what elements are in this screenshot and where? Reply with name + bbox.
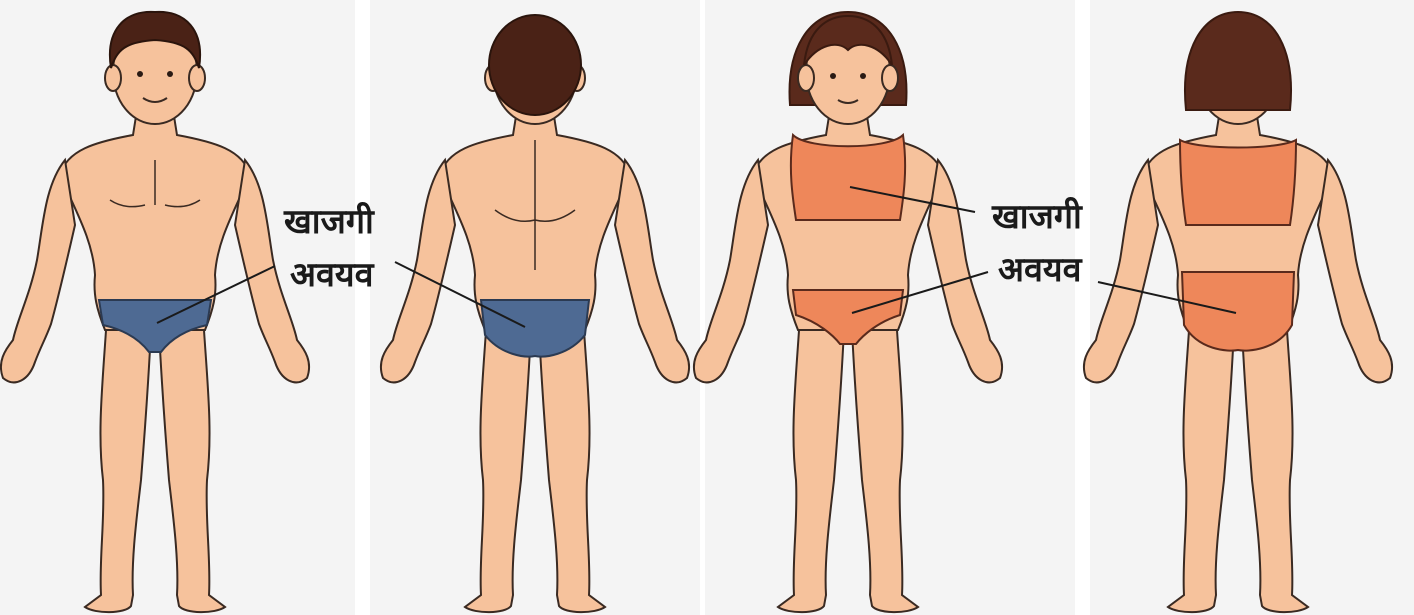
label-right-line1: खाजगी [991, 196, 1083, 237]
boy-front-figure [1, 12, 309, 612]
boy-back-hair [489, 15, 581, 115]
girl-back-figure [1084, 12, 1392, 612]
girl-back-bra [1180, 140, 1296, 225]
label-left-line2: अवयव [290, 255, 375, 295]
label-left-line1: खाजगी [283, 201, 375, 242]
girl-back-hair [1185, 12, 1291, 110]
girl-back-panties [1182, 272, 1294, 351]
label-right-line2: अवयव [998, 250, 1083, 290]
girl-front-figure [694, 12, 1002, 612]
girl-front-bra [791, 135, 905, 220]
boy-back-figure [381, 15, 689, 612]
